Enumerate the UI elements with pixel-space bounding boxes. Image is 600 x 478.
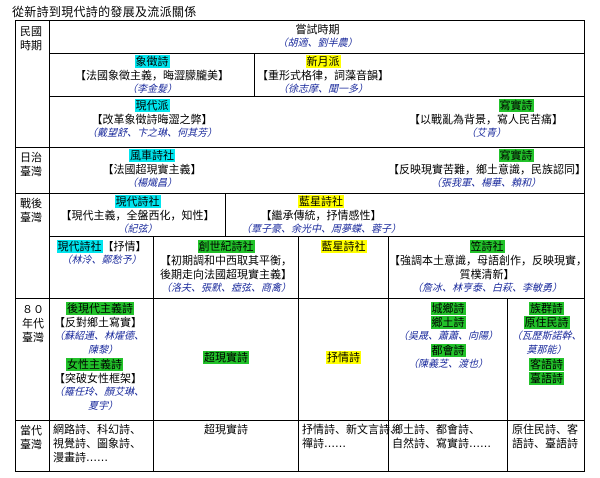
cell-li: 笠詩社 【強調本土意識，母語創作，反映現實， 質樸清新】 （詹冰、林亨泰、白萩、… [389,240,587,294]
tag-xinyue: 新月派 [305,55,341,68]
row-divider [16,420,585,421]
tag-xieshi-minguo: 寫實詩 [498,99,534,112]
row-divider [49,96,585,97]
cell-xiandai-shishe-2: 現代詩社【抒情】 （林泠、鄭愁予） [56,240,147,266]
row-divider [49,236,585,237]
cell-xiandai-shishe: 現代詩社 【現代主義，全盤西化，知性】 （紀弦） [60,195,215,235]
tag-zuqun: 族群詩 [529,302,564,315]
tag-taiyu: 臺語詩 [529,372,564,385]
col-divider [254,53,255,96]
cell-fengche: 風車詩社 【法國超現實主義】 （楊熾昌） [102,149,202,189]
cell-changshi: 嘗試時期 （胡適、劉半農） [277,23,358,49]
col-divider [153,236,154,298]
cell-dangdai-3: 抒情詩、新文言詩、禪詩…… [302,423,401,450]
row-head-minguo: 民國時期 [20,25,42,52]
tag-chengxiang: 城鄉詩 [430,302,466,315]
cell-xieshi-minguo: 寫實詩 【以戰亂為背景，寫人民苦痛】 （艾青） [409,99,563,139]
row-head-zhanhou: 戰後臺灣 [20,197,42,224]
col-divider [388,236,389,298]
tag-fengche: 風車詩社 [129,149,175,162]
col-divider [298,236,299,298]
cell-chaoxianshi: 超現實詩 [154,351,298,365]
cell-shuqing: 抒情詩 [299,351,388,365]
tag-xiandai-shishe: 現代詩社 [114,195,161,208]
tag-duhui: 都會詩 [430,344,466,357]
cell-dangdai-2: 超現實詩 [204,423,248,436]
tag-kejia: 客語詩 [529,358,564,371]
tag-chuangshiji: 創世紀詩社 [197,240,255,253]
tag-houxiandai: 後現代主義詩 [66,302,134,315]
cell-lanxing-2: 藍星詩社 [299,240,388,254]
tag-lanxing: 藍星詩社 [298,195,344,208]
row-divider [16,298,585,299]
document-title: 從新詩到現代詩的發展及流派關係 [12,5,197,19]
cell-chengxiang: 城鄉詩 鄉土詩 （吳晟、蕭蕭、向陽） 都會詩 （陳義芝、渡也） [398,302,498,370]
tag-xiandai-shishe-2: 現代詩社 [56,240,103,253]
tag-yuanzhumin: 原住民詩 [523,316,570,329]
tag-xiangzheng: 象徵詩 [134,55,170,68]
cell-dangdai-5: 原住民詩、客語詩、臺語詩 [512,423,578,450]
row-divider [16,147,585,148]
tag-shuqing: 抒情詩 [326,351,361,364]
cell-chuangshiji: 創世紀詩社 【初期調和中西取其平衡， 後期走向法國超現實主義】 （洛夫、張默、瘂… [160,240,292,294]
tag-xiandaipai: 現代派 [134,99,170,112]
tag-xiangtu: 鄉土詩 [430,316,466,329]
cell-lanxing: 藍星詩社 【繼承傳統，抒情感性】 （覃子豪、余光中、周夢蝶、蓉子） [241,195,401,235]
col-divider [153,298,154,472]
cell-xiangzheng: 象徵詩 【法國象徵主義，晦澀朦朧美】 （李金髮） [75,55,229,95]
tag-xieshi-rizhi: 寫實詩 [498,149,534,162]
cell-dangdai-4: 鄉土詩、都會詩、自然詩、寫實詩…… [392,423,491,450]
row-divider [49,53,585,54]
tag-li: 笠詩社 [469,240,505,253]
cell-xieshi-rizhi: 寫實詩 【反映現實苦難，鄉土意識，民族認同】 （張我軍、楊華、賴和） [388,149,586,189]
cell-houxiandai: 後現代主義詩 【反對鄉土寫實】 （蘇紹連、林燿德、 陳黎） 女性主義詩 【突破女… [54,302,144,412]
cell-zuqun: 族群詩 原住民詩 （瓦歷斯諾幹、 莫那能） 客語詩 臺語詩 [511,302,582,385]
row-head-dangdai: 當代臺灣 [20,424,42,451]
col-divider [507,298,508,472]
col-divider [388,298,389,472]
tag-lanxing-2: 藍星詩社 [320,240,367,253]
col-divider [49,21,50,472]
cell-xinyue: 新月派 【重形式格律，詞藻音韻】 （徐志摩、聞一多） [257,55,389,95]
cell-dangdai-1: 網路詩、科幻詩、視覺詩、圖象詩、漫畫詩…… [53,423,141,464]
row-divider [16,193,585,194]
col-divider [225,193,226,236]
cell-xiandaipai: 現代派 【改革象徵詩晦澀之弊】 （戴望舒、卞之琳、何其芳） [87,99,217,139]
row-head-rizhi: 日治臺灣 [20,151,42,178]
tag-nvxing: 女性主義詩 [66,358,123,371]
col-divider [298,298,299,472]
tag-chaoxianshi: 超現實詩 [203,351,249,364]
